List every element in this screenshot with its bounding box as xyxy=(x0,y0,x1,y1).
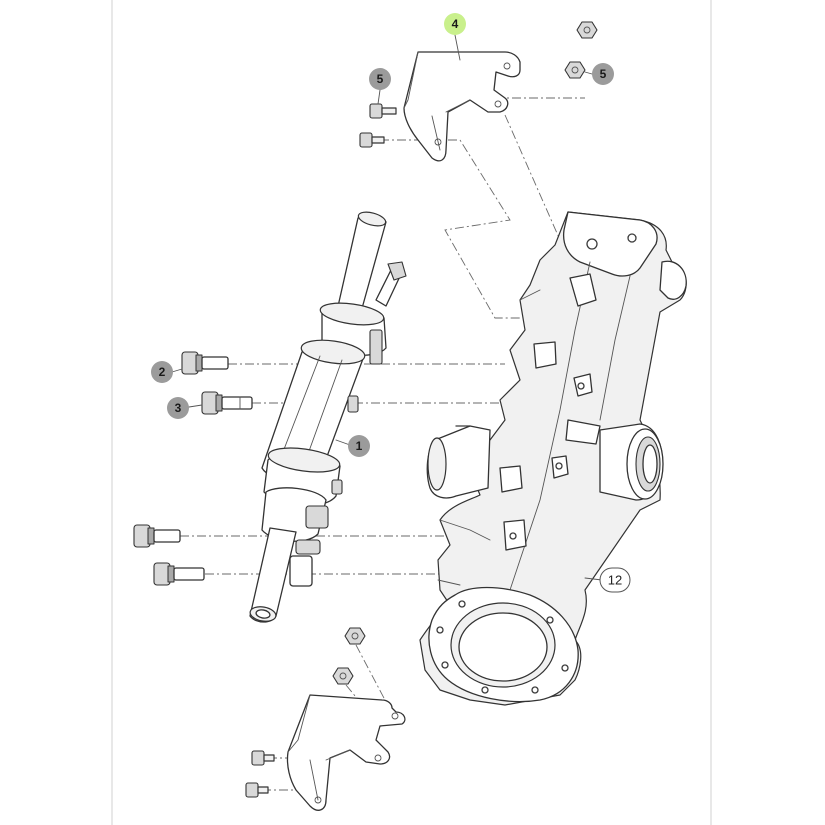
callout-12-box xyxy=(599,567,631,593)
bolt-lower-1[interactable] xyxy=(133,524,181,548)
callout-1[interactable]: 1 xyxy=(335,435,370,457)
callout-4-badge xyxy=(444,13,466,35)
nut-top-1[interactable] xyxy=(576,21,598,39)
bolt-small-2[interactable] xyxy=(359,132,385,148)
bolt-small-4[interactable] xyxy=(245,782,269,798)
callout-1-badge xyxy=(348,435,370,457)
callout-4[interactable]: 4 xyxy=(444,13,466,61)
callout-5-right-badge xyxy=(592,63,614,85)
nut-top-2[interactable] xyxy=(564,61,586,79)
callout-3-badge xyxy=(167,397,189,419)
callout-5-left-badge xyxy=(369,68,391,90)
callout-2[interactable]: 2 xyxy=(151,361,183,383)
callout-5-left[interactable]: 5 xyxy=(369,68,391,105)
bolt-3[interactable] xyxy=(201,391,253,415)
callout-1-label: 1 xyxy=(356,439,363,453)
callout-12-label: 12 xyxy=(608,573,622,588)
bolt-2[interactable] xyxy=(181,351,229,375)
callout-3-label: 3 xyxy=(175,401,182,415)
callout-3[interactable]: 3 xyxy=(167,397,203,419)
housing[interactable] xyxy=(419,211,687,706)
bottom-bracket[interactable] xyxy=(286,694,406,811)
callout-5-left-label: 5 xyxy=(377,72,384,86)
callout-12[interactable]: 12 xyxy=(599,567,631,593)
bolt-lower-2[interactable] xyxy=(153,562,205,586)
shaft[interactable] xyxy=(249,210,407,624)
callout-5-right-label: 5 xyxy=(600,67,607,81)
callout-2-label: 2 xyxy=(159,365,166,379)
bolt-small-3[interactable] xyxy=(251,750,275,766)
nut-bottom-1[interactable] xyxy=(344,627,366,645)
bolt-small-1[interactable] xyxy=(369,103,397,119)
callout-4-label: 4 xyxy=(452,17,459,31)
top-bracket[interactable] xyxy=(403,51,521,162)
assembly-lines xyxy=(180,97,585,791)
callout-5-right[interactable]: 5 xyxy=(584,63,614,85)
callout-2-badge xyxy=(151,361,173,383)
nut-bottom-2[interactable] xyxy=(332,667,354,685)
